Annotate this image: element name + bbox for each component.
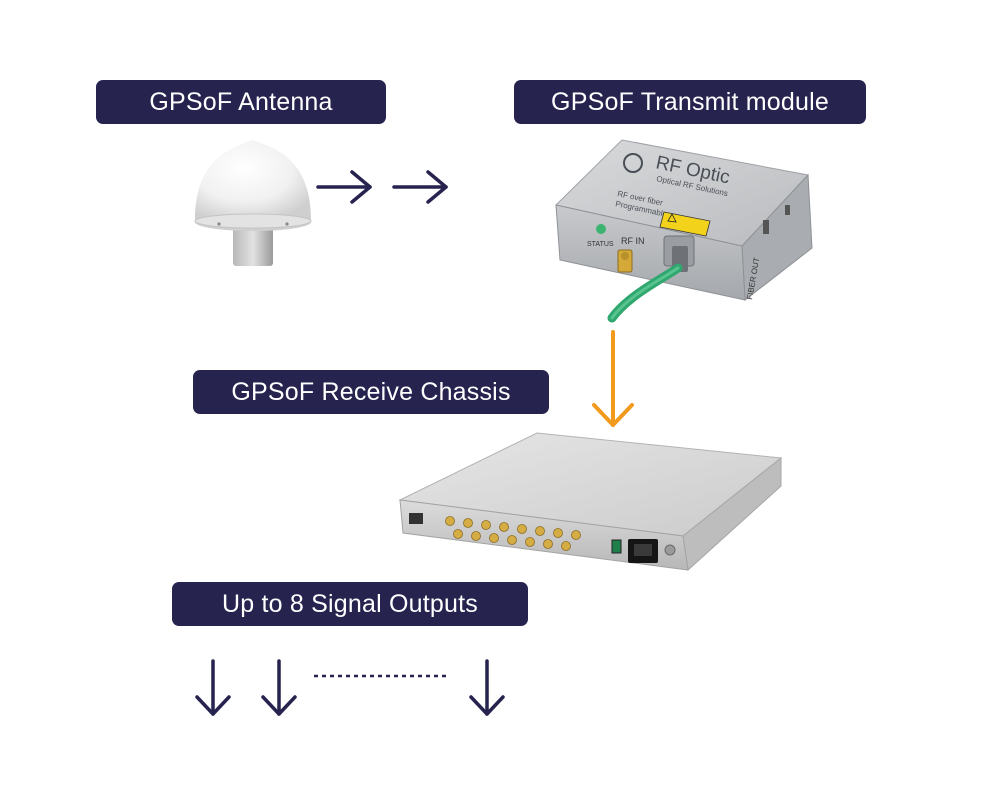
label-gpsof-transmit-module: GPSoF Transmit module	[514, 80, 866, 124]
rf-in-label: RF IN	[621, 236, 645, 246]
arrow-down-icon	[261, 659, 297, 716]
label-gpsof-receive-chassis: GPSoF Receive Chassis	[193, 370, 549, 414]
status-label: STATUS	[587, 241, 614, 248]
arrow-down-icon	[469, 659, 505, 716]
transmit-module-image: RF Optic Optical RF Solutions RF over fi…	[554, 139, 813, 323]
arrow-down-icon	[195, 659, 231, 716]
arrow-right-icon	[392, 170, 448, 204]
arrow-down-orange-icon	[592, 330, 634, 427]
arrow-right-icon	[316, 170, 372, 204]
label-signal-outputs: Up to 8 Signal Outputs	[172, 582, 528, 626]
label-gpsof-antenna: GPSoF Antenna	[96, 80, 386, 124]
gps-antenna-image	[194, 140, 312, 266]
receive-chassis-image	[398, 432, 783, 571]
